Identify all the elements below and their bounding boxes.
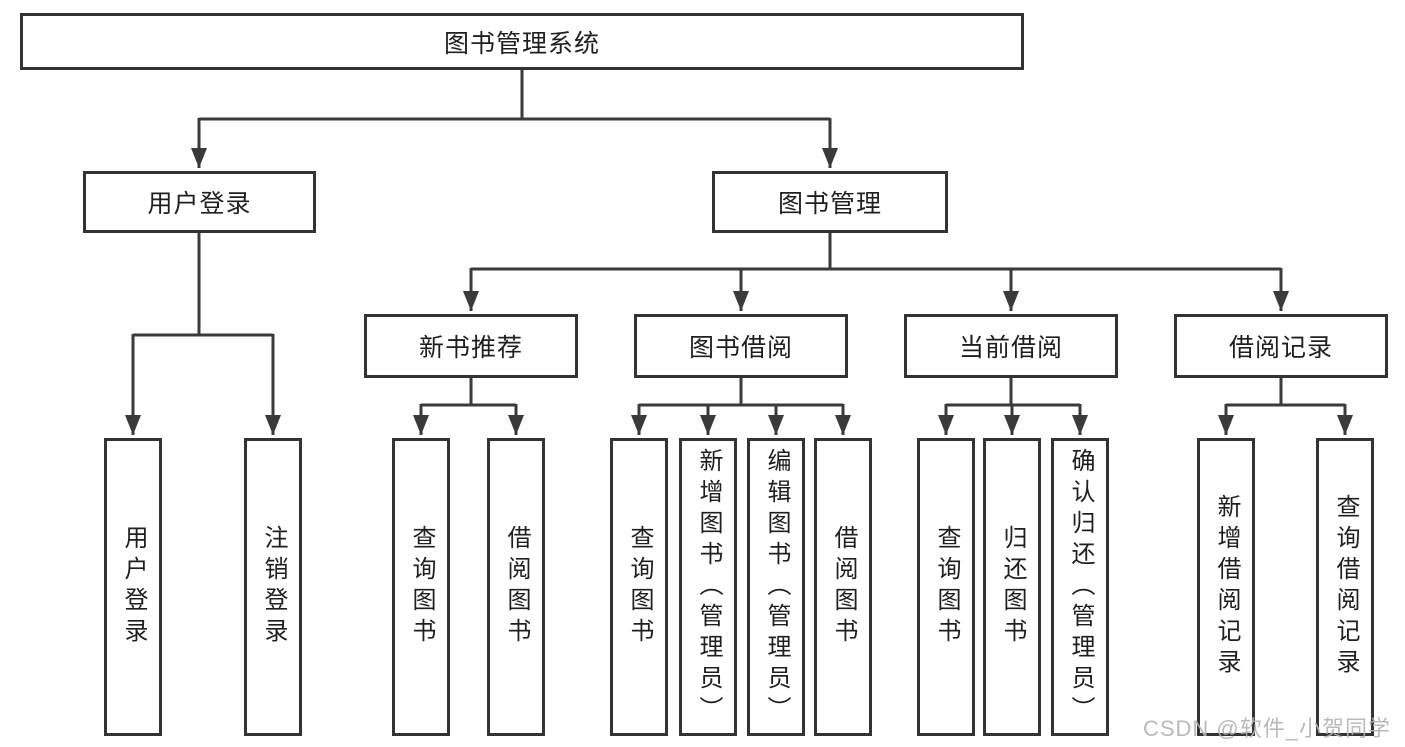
node-label: 当前借阅 [958, 334, 1063, 362]
node-label: 用户登录 [120, 525, 147, 649]
node-label: 借阅图书 [830, 525, 857, 649]
node-label: 确认归还（管理员） [1067, 447, 1094, 727]
node-current-borrowing: 当前借阅 [904, 314, 1118, 378]
node-label: 新增借阅记录 [1213, 494, 1240, 680]
node-return-books: 归还图书 [983, 438, 1041, 736]
node-query-books-recommend: 查询图书 [392, 438, 450, 736]
node-borrow-books: 借阅图书 [814, 438, 872, 736]
node-label: 新书推荐 [418, 334, 523, 362]
node-label: 查询借阅记录 [1332, 494, 1359, 680]
node-add-borrow-record: 新增借阅记录 [1197, 438, 1255, 736]
node-label: 图书借阅 [688, 334, 793, 362]
node-label: 注销登录 [260, 525, 287, 649]
node-query-borrow-record: 查询借阅记录 [1316, 438, 1374, 736]
node-label: 用户登录 [147, 190, 252, 218]
node-label: 图书管理 [777, 190, 882, 218]
node-new-book-recommendation: 新书推荐 [364, 314, 578, 378]
node-edit-books-admin: 编辑图书（管理员） [747, 438, 805, 736]
node-book-management: 图书管理 [712, 171, 948, 233]
node-label: 查询图书 [408, 525, 435, 649]
node-user-login-module: 用户登录 [83, 171, 316, 233]
node-confirm-return-admin: 确认归还（管理员） [1051, 438, 1109, 736]
node-label: 归还图书 [999, 525, 1026, 649]
node-label: 新增图书（管理员） [695, 447, 722, 727]
node-label: 借阅图书 [503, 525, 530, 649]
node-user-login: 用户登录 [104, 438, 162, 736]
node-library-management-system: 图书管理系统 [20, 13, 1024, 70]
node-label: 查询图书 [933, 525, 960, 649]
node-label: 借阅记录 [1228, 334, 1333, 362]
node-label: 编辑图书（管理员） [763, 447, 790, 727]
node-borrowing-records: 借阅记录 [1174, 314, 1388, 378]
node-logout: 注销登录 [244, 438, 302, 736]
node-borrow-books-recommend: 借阅图书 [487, 438, 545, 736]
node-label: 图书管理系统 [443, 29, 600, 58]
node-query-books-borrow: 查询图书 [610, 438, 668, 736]
node-query-books-current: 查询图书 [917, 438, 975, 736]
node-add-books-admin: 新增图书（管理员） [679, 438, 737, 736]
node-book-borrowing: 图书借阅 [634, 314, 848, 378]
node-label: 查询图书 [626, 525, 653, 649]
